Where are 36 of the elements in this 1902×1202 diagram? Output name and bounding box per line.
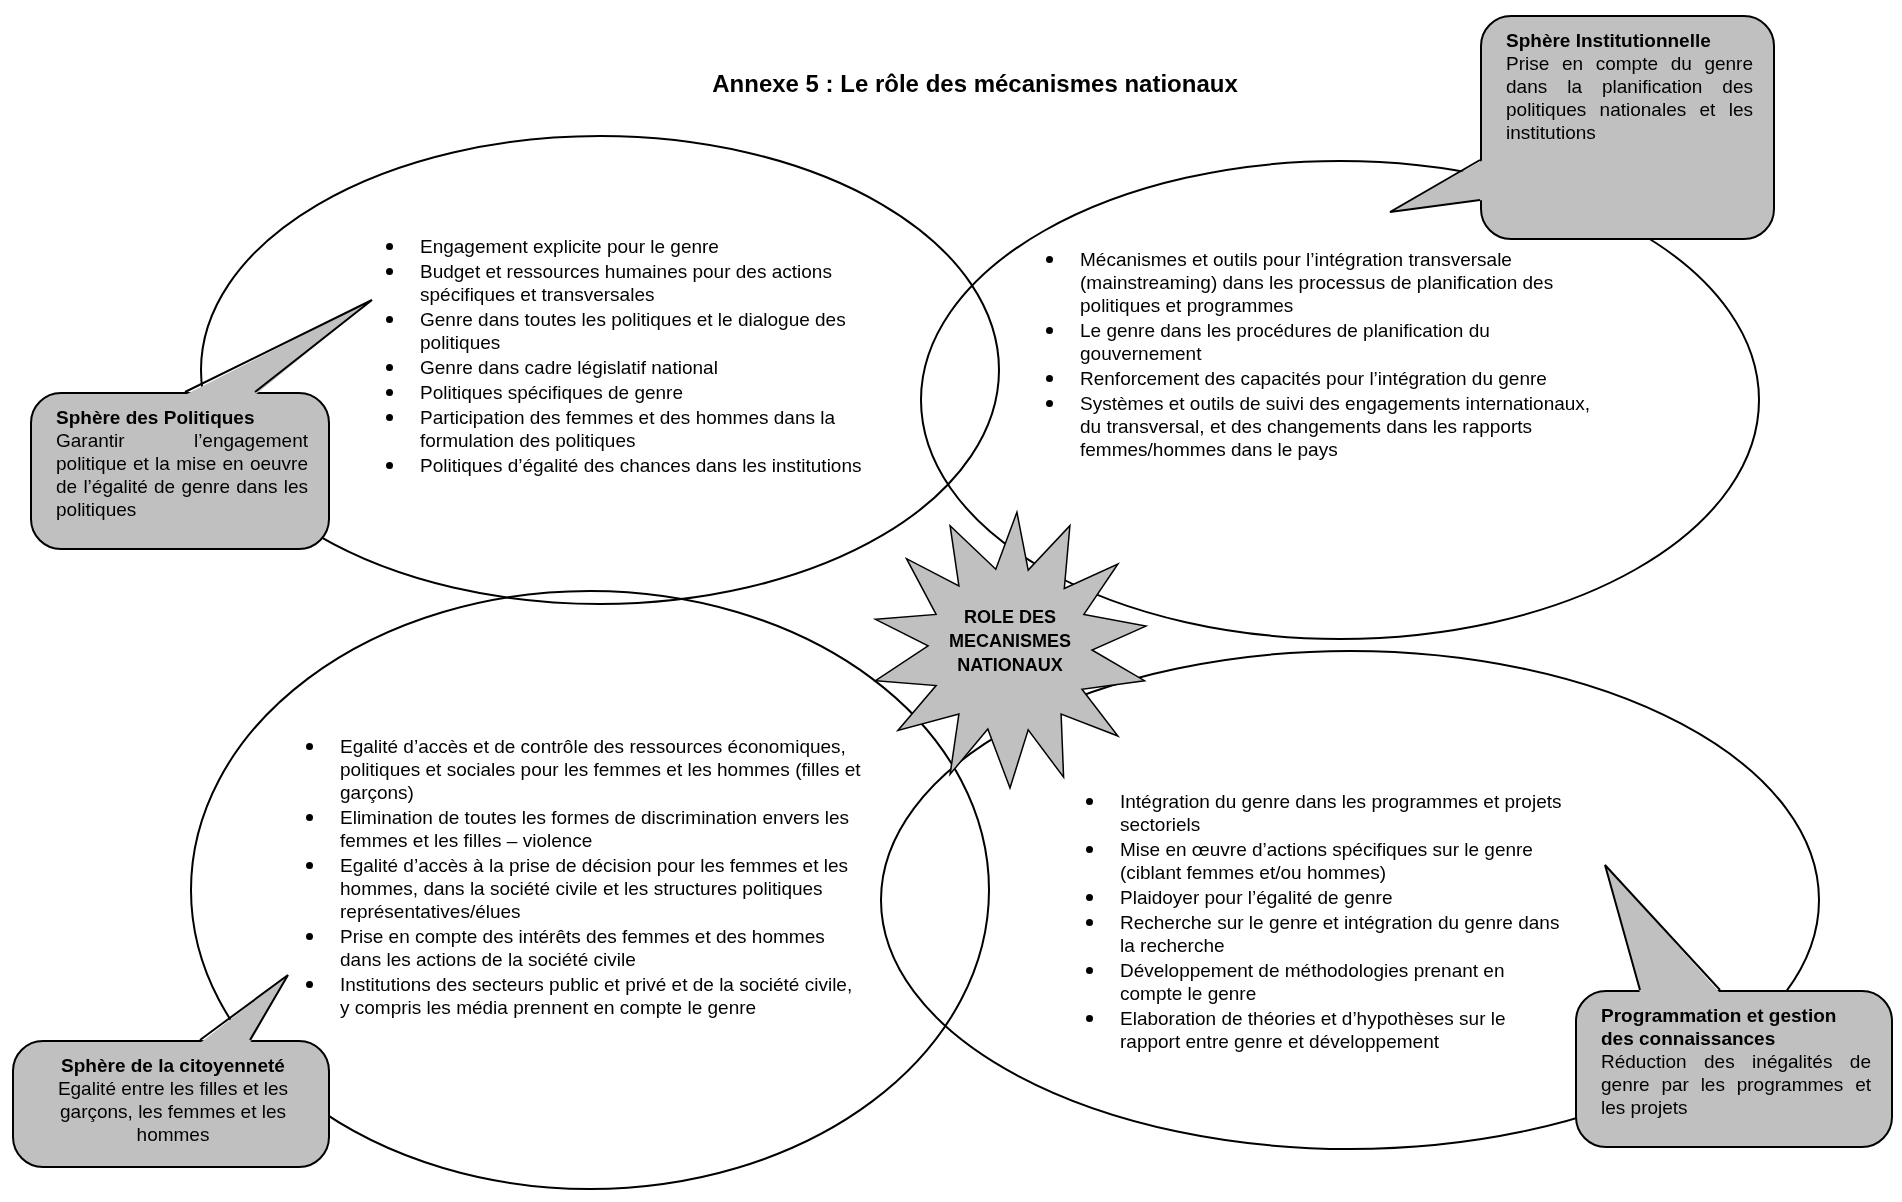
list-item-text: Egalité d’accès et de contrôle des ressources économiques, politiques et sociales pour les femmes et les hommes (filles et garçons) <box>340 736 861 803</box>
callout-heading: Programmation et gestion des connaissances <box>1601 1004 1838 1050</box>
list-item-text: Egalité d’accès à la prise de décision pour les femmes et les hommes, dans la société civile et les structures politiques représentatives/élues <box>340 855 848 922</box>
speech-bubble <box>30 300 372 550</box>
list-item-text: Politiques spécifiques de genre <box>420 382 683 403</box>
list-item-text: Mécanismes et outils pour l’intégration transversale (mainstreaming) dans les processus de planification des politiques et programmes <box>1080 249 1554 316</box>
list-item-text: Développement de méthodologies prenant en compte le genre <box>1120 960 1505 1004</box>
list-item-text: Budget et ressources humaines pour des actions spécifiques et transversales <box>420 261 832 305</box>
list-item-text: Participation des femmes et des hommes dans la formulation des politiques <box>420 407 836 451</box>
list-item-text: Engagement explicite pour le genre <box>420 236 719 257</box>
list-item-text: Genre dans toutes les politiques et le dialogue des politiques <box>420 309 846 353</box>
star-label: ROLE DES MECANISMES NATIONAUX <box>948 606 1072 677</box>
list-item-text: Renforcement des capacités pour l’intégration du genre <box>1080 368 1547 389</box>
list-item-text: Prise en compte des intérêts des femmes et des hommes dans les actions de la société civile <box>340 926 825 970</box>
list-item-text: Plaidoyer pour l’égalité de genre <box>1120 887 1393 908</box>
speech-bubble <box>1575 865 1893 1148</box>
list-item-text: Politiques d’égalité des chances dans les institutions <box>420 455 862 476</box>
list-item-text: Elaboration de théories et d’hypothèses sur le rapport entre genre et développement <box>1120 1008 1506 1052</box>
callout-text: Egalité entre les filles et les garçons, les femmes et les hommes <box>56 1077 290 1146</box>
list-item-text: Genre dans cadre législatif national <box>420 357 718 378</box>
list-item-text: Intégration du genre dans les programmes et projets sectoriels <box>1120 791 1562 835</box>
callout-heading: Sphère de la citoyenneté <box>60 1054 286 1077</box>
title: Annexe 5 : Le rôle des mécanismes nationaux <box>711 70 1239 98</box>
speech-bubble <box>12 975 330 1168</box>
list-item-text: Elimination de toutes les formes de discrimination envers les femmes et les filles – violence <box>340 807 849 851</box>
callout-text: Réduction des inégalités de genre par les programmes et les projets <box>1601 1050 1871 1119</box>
list-item-text: Mise en œuvre d’actions spécifiques sur le genre (ciblant femmes et/ou hommes) <box>1120 839 1533 883</box>
callout-text: Garantir l’engagement politique et la mise en oeuvre de l’égalité de genre dans les politiques <box>56 429 308 521</box>
list-item-text: Recherche sur le genre et intégration du genre dans la recherche <box>1120 912 1560 956</box>
callout-heading: Sphère des Politiques <box>56 406 256 429</box>
list-item-text: Systèmes et outils de suivi des engagements internationaux, du transversal, et des changements dans les rapports femmes/hommes dans le pays <box>1080 393 1591 460</box>
callout-heading: Sphère Institutionnelle <box>1506 29 1712 52</box>
callout-text: Prise en compte du genre dans la planification des politiques nationales et les institutions <box>1506 52 1753 144</box>
list-item-text: Institutions des secteurs public et privé et de la société civile, y compris les média prennent en compte le genre <box>340 974 853 1018</box>
list-item-text: Le genre dans les procédures de planification du gouvernement <box>1080 320 1490 364</box>
speech-bubble <box>1390 15 1775 240</box>
